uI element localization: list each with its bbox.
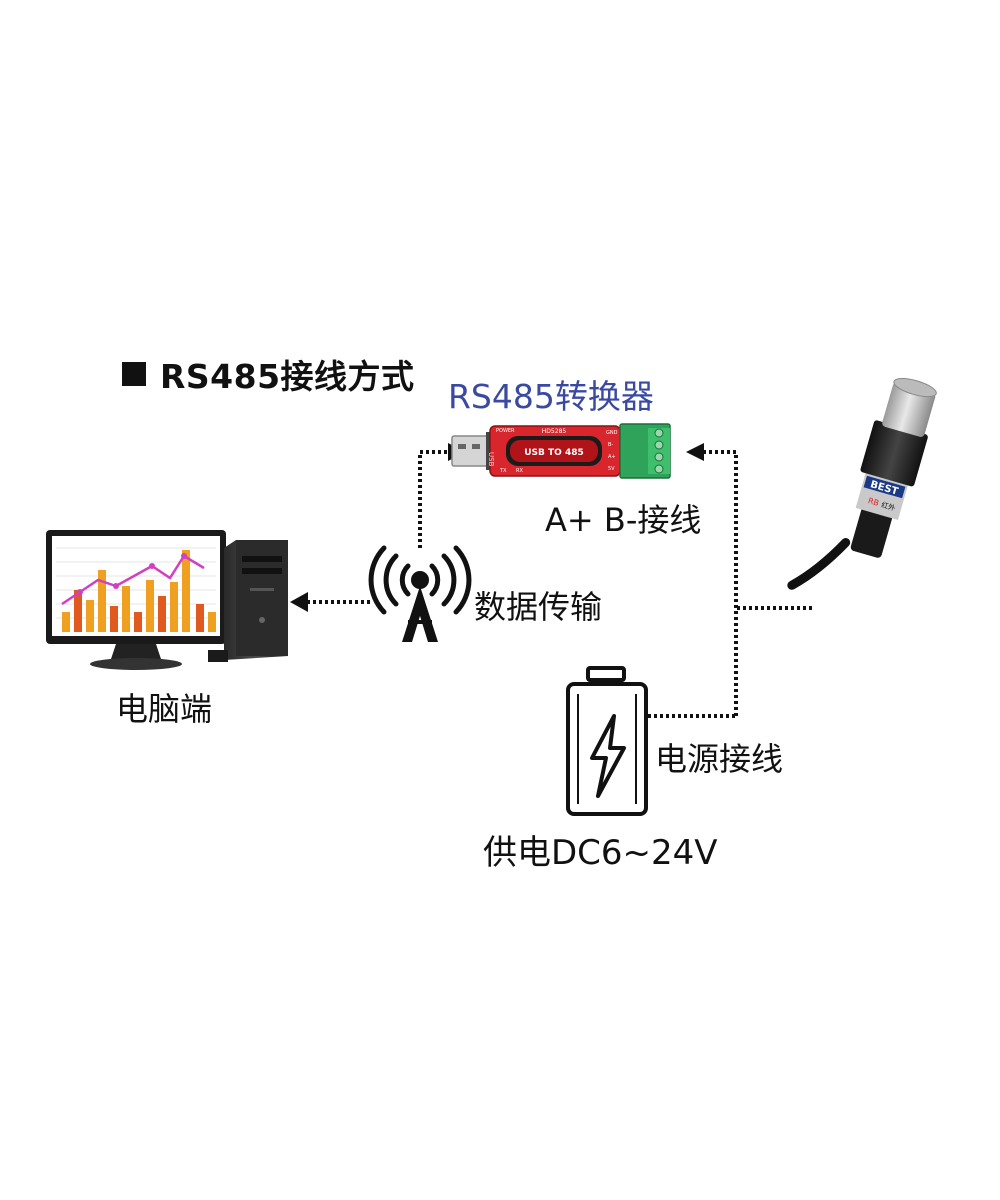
converter-title: RS485转换器 — [448, 377, 654, 416]
photoelectric-sensor-icon: BEST RB 红外 — [787, 378, 937, 590]
sensor-code: RB — [867, 496, 880, 508]
converter-model: HD5285 — [542, 428, 567, 435]
converter-side-text: USB — [487, 452, 495, 467]
pin-gnd: GND — [606, 430, 618, 436]
lightning-icon — [590, 714, 626, 798]
arrow-to-terminal — [686, 443, 704, 461]
line-trunk-vertical — [700, 450, 738, 716]
battery-icon — [566, 666, 648, 816]
pc-tower-icon — [208, 540, 288, 662]
usb-converter-icon: USB TO 485 HD5285 POWER USB TX RX GND B-… — [451, 423, 671, 479]
label-ab-wiring: A+ B-接线 — [545, 501, 702, 539]
converter-tx: TX — [499, 468, 507, 474]
pin-vcc: 5V — [608, 466, 615, 472]
label-power-wiring: 电源接线 — [655, 740, 784, 778]
monitor-icon — [46, 530, 226, 670]
antenna-mast — [402, 571, 438, 642]
converter-rx: RX — [516, 468, 523, 474]
page-title: RS485接线方式 — [160, 357, 415, 396]
dotted-connections — [300, 450, 812, 718]
label-data-transfer: 数据传输 — [474, 588, 603, 626]
label-pc-side: 电脑端 — [116, 690, 213, 728]
converter-power-text: POWER — [496, 428, 515, 434]
title-row: RS485接线方式 — [122, 350, 415, 398]
arrow-to-pc — [290, 592, 308, 612]
pin-b: B- — [608, 442, 613, 448]
title-bullet-icon — [122, 362, 146, 386]
sensor-tag: 红外 — [880, 500, 896, 513]
converter-face-text: USB TO 485 — [524, 448, 584, 458]
pin-a: A+ — [608, 454, 616, 460]
antenna-icon — [368, 545, 472, 615]
line-antenna-to-usb — [418, 450, 452, 548]
label-power-supply: 供电DC6~24V — [483, 833, 718, 873]
